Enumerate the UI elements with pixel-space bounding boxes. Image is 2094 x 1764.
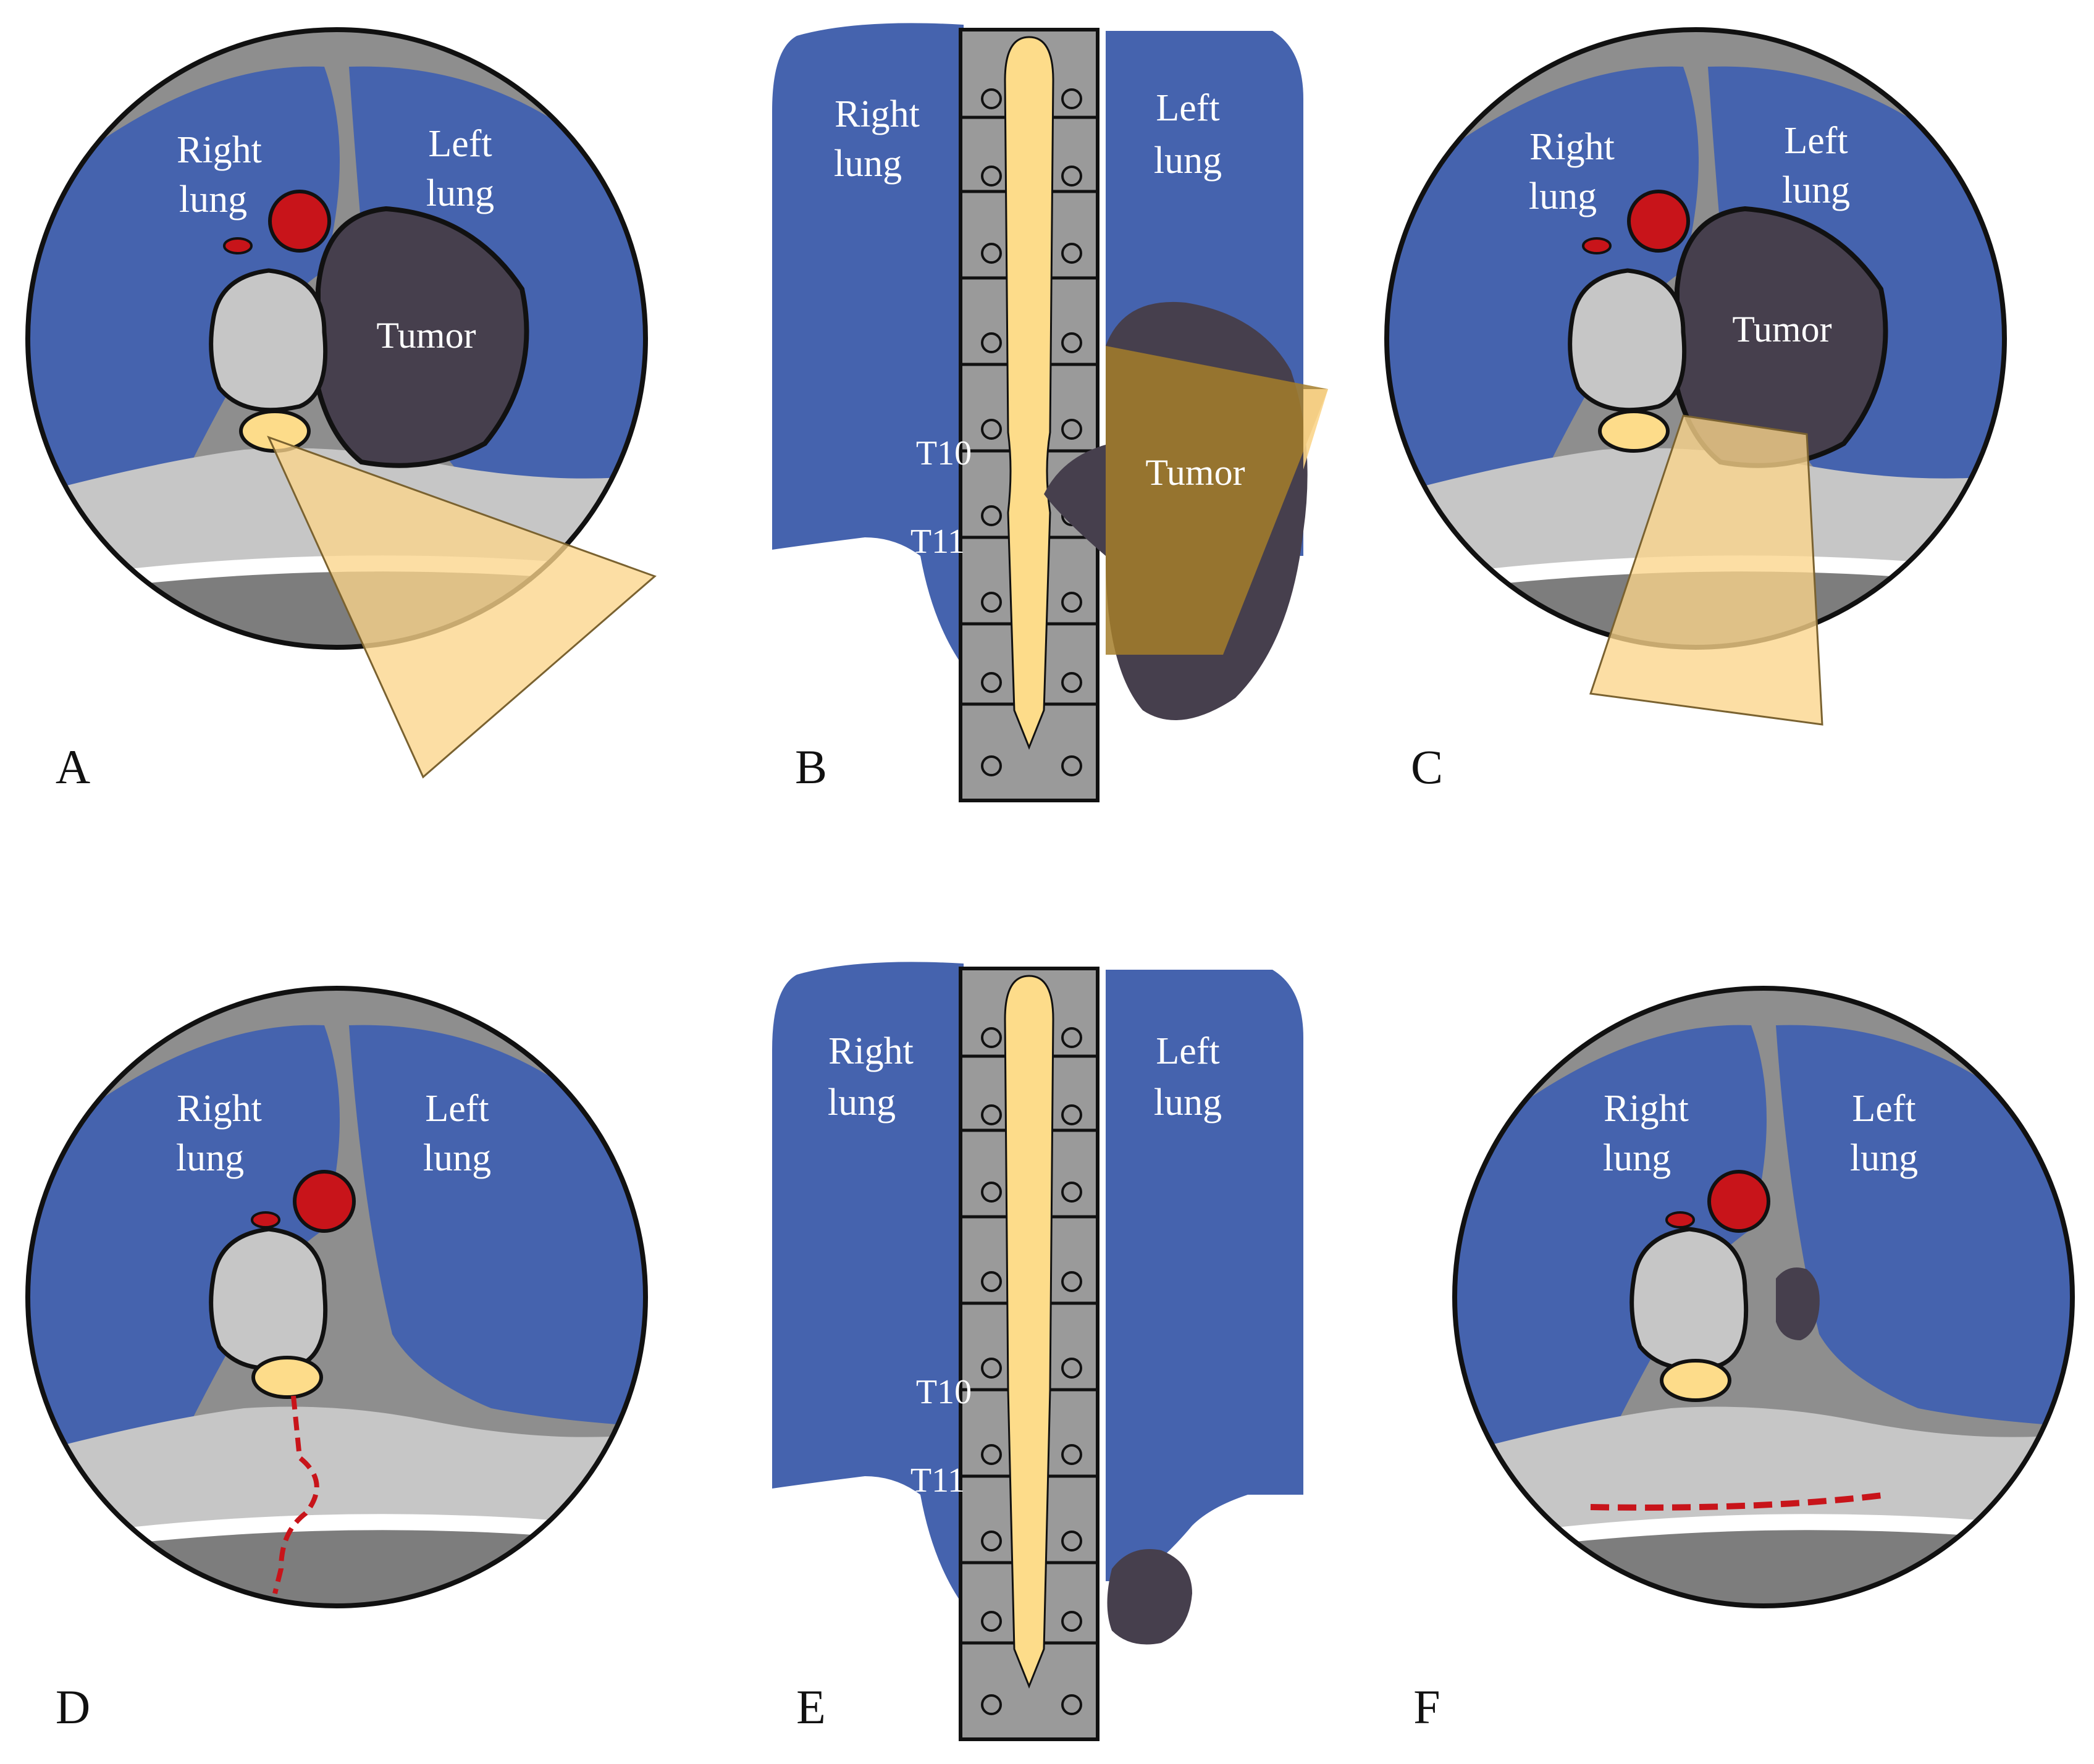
left-lung-label-line2: lung <box>1782 169 1850 211</box>
tumor-label: Tumor <box>1732 309 1831 350</box>
spinal-cord <box>1598 410 1670 453</box>
panel-letter-c: C <box>1411 740 1443 794</box>
right-lung-label-line1: Right <box>177 129 262 171</box>
panel-f-axial: Right lung Left lung <box>1452 986 2075 1608</box>
right-lung-label-line2: lung <box>834 143 902 185</box>
right-lung-label-line2: lung <box>176 1137 244 1179</box>
aorta <box>1707 1170 1770 1233</box>
incision-line <box>1590 1492 1888 1511</box>
panel-b-coronal: Right lung Left lung Tumor T10 T11 <box>772 23 1328 802</box>
panel-letter-d: D <box>56 1680 90 1734</box>
surgical-corridor-beam <box>1589 414 1823 726</box>
left-lung-label-line2: lung <box>423 1137 491 1179</box>
spinal-cord <box>1004 36 1054 750</box>
vertebral-body <box>209 1227 328 1371</box>
level-t10-label: T10 <box>916 1373 972 1411</box>
left-lung-label-line2: lung <box>1154 1082 1222 1124</box>
left-lung-label-line2: lung <box>1850 1137 1918 1179</box>
panel-letter-a: A <box>56 740 90 794</box>
panel-c-axial: Right lung Left lung Tumor <box>1384 27 2007 726</box>
spinal-cord <box>1660 1359 1731 1402</box>
right-lung-label-line1: Right <box>835 93 920 135</box>
pedicle-holes <box>981 1027 1082 1715</box>
aorta <box>293 1170 356 1233</box>
right-lung-label-line1: Right <box>1529 126 1615 168</box>
panel-a-axial: Right lung Left lung Tumor <box>25 27 657 779</box>
residual-tumor <box>1776 1267 1820 1340</box>
right-lung-label-line2: lung <box>1529 175 1597 217</box>
surgical-corridor-beam <box>1106 346 1328 655</box>
vertebral-body <box>209 268 328 413</box>
right-lung-label-line2: lung <box>1603 1137 1671 1179</box>
pedicle-holes <box>981 88 1082 776</box>
right-lung-label-line2: lung <box>179 178 247 220</box>
tumor-shape <box>316 206 529 468</box>
left-lung-label-line2: lung <box>426 172 494 214</box>
left-lung-label-line2: lung <box>1154 140 1222 182</box>
panel-letter-f: F <box>1413 1680 1440 1734</box>
panel-letter-e: E <box>796 1680 826 1734</box>
aorta <box>268 190 331 253</box>
left-lung-label-line1: Left <box>425 1088 489 1130</box>
tumor-label: Tumor <box>1145 452 1245 493</box>
left-lung-label-line1: Left <box>1784 120 1848 162</box>
vertebral-body <box>1629 1227 1749 1371</box>
spinal-cord <box>251 1356 323 1399</box>
left-lung-label-line1: Left <box>1156 87 1219 129</box>
left-lung-label-line1: Left <box>1852 1088 1915 1130</box>
aorta <box>1627 190 1690 253</box>
right-lung-label-line1: Right <box>828 1030 914 1072</box>
left-lung-label-line1: Left <box>1156 1030 1219 1072</box>
panel-d-axial: Right lung Left lung <box>25 986 648 1608</box>
residual-tumor <box>1107 1549 1192 1645</box>
spinal-cord <box>1004 975 1054 1689</box>
azygos-vein <box>223 237 253 254</box>
surgical-corridor-beam <box>267 435 657 779</box>
panel-e-coronal: Right lung Left lung T10 T11 <box>772 962 1303 1741</box>
right-lung-label-line2: lung <box>828 1082 896 1124</box>
level-t11-label: T11 <box>910 1461 965 1500</box>
azygos-vein <box>1665 1211 1695 1228</box>
left-lung-label-line1: Left <box>428 123 492 165</box>
right-lung-label-line1: Right <box>1604 1088 1689 1130</box>
panel-letter-b: B <box>795 740 827 794</box>
vertebral-body <box>1568 268 1687 413</box>
level-t10-label: T10 <box>916 434 972 472</box>
azygos-vein <box>1582 237 1612 254</box>
tumor-label: Tumor <box>376 315 476 356</box>
level-t11-label: T11 <box>910 523 965 561</box>
right-lung-label-line1: Right <box>177 1088 262 1130</box>
incision-line <box>272 1395 319 1594</box>
azygos-vein <box>251 1211 280 1228</box>
